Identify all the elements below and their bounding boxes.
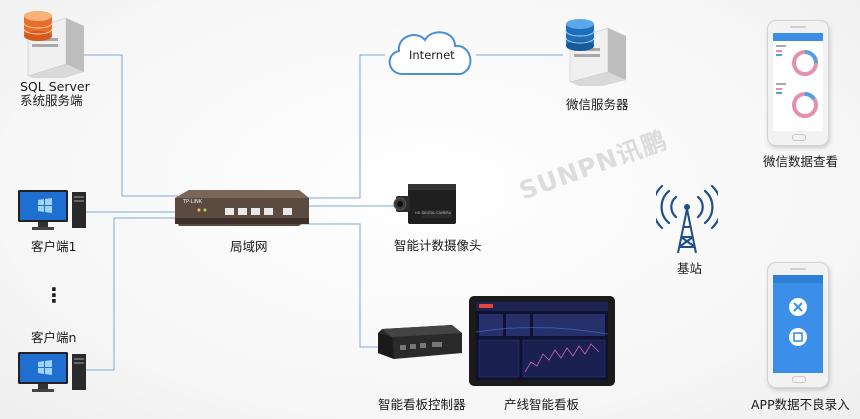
base-station-antenna-icon bbox=[651, 184, 723, 255]
app-entry-phone-icon bbox=[767, 262, 829, 388]
app-phone-screen bbox=[773, 275, 823, 373]
sql-server-icon bbox=[18, 8, 84, 84]
clientn-computer-icon bbox=[18, 348, 88, 394]
phone-home-button bbox=[792, 134, 806, 141]
sql-server-title: SQL Server bbox=[20, 79, 90, 94]
wire-lan-to-controller bbox=[300, 223, 378, 348]
clientn-label: 客户端n bbox=[31, 330, 77, 345]
phone-speaker bbox=[790, 26, 806, 28]
production-board-display-icon bbox=[469, 296, 615, 386]
wechat-view-phone-icon bbox=[767, 20, 829, 146]
base-station-label: 基站 bbox=[677, 261, 703, 276]
camera-housing-text: HD DIGITAL CAMERA bbox=[415, 211, 451, 215]
wire-lan-to-internet bbox=[308, 54, 385, 199]
wechat-server-icon bbox=[560, 16, 628, 90]
client1-label: 客户端1 bbox=[31, 239, 77, 254]
phone-home-button bbox=[792, 376, 806, 383]
board-controller-label: 智能看板控制器 bbox=[378, 397, 466, 412]
board-controller-icon bbox=[374, 323, 464, 365]
more-clients-ellipsis: ⋮ bbox=[44, 283, 64, 307]
wechat-phone-screen bbox=[773, 33, 823, 131]
wechat-server-label: 微信服务器 bbox=[566, 97, 629, 112]
phone-speaker bbox=[790, 268, 806, 270]
wechat-view-label: 微信数据查看 bbox=[763, 154, 839, 169]
sql-server-label: SQL Server 系统服务端 bbox=[20, 80, 90, 108]
internet-cloud-icon: Internet bbox=[381, 24, 479, 82]
router-brand-label: TP-LINK bbox=[183, 199, 203, 205]
app-entry-label: APP数据不良录入 bbox=[751, 397, 850, 412]
internet-label: Internet bbox=[409, 48, 455, 62]
camera-label: 智能计数摄像头 bbox=[394, 238, 482, 253]
counting-camera-icon: HD DIGITAL CAMERA bbox=[392, 180, 458, 230]
lan-label: 局域网 bbox=[230, 239, 268, 254]
client1-computer-icon bbox=[18, 186, 88, 232]
production-board-label: 产线智能看板 bbox=[504, 397, 580, 412]
wire-clientn-to-lan bbox=[85, 217, 178, 371]
wire-sql-to-lan bbox=[82, 54, 178, 197]
sql-server-subtitle: 系统服务端 bbox=[20, 93, 83, 108]
lan-router-icon: TP-LINK bbox=[175, 188, 310, 228]
